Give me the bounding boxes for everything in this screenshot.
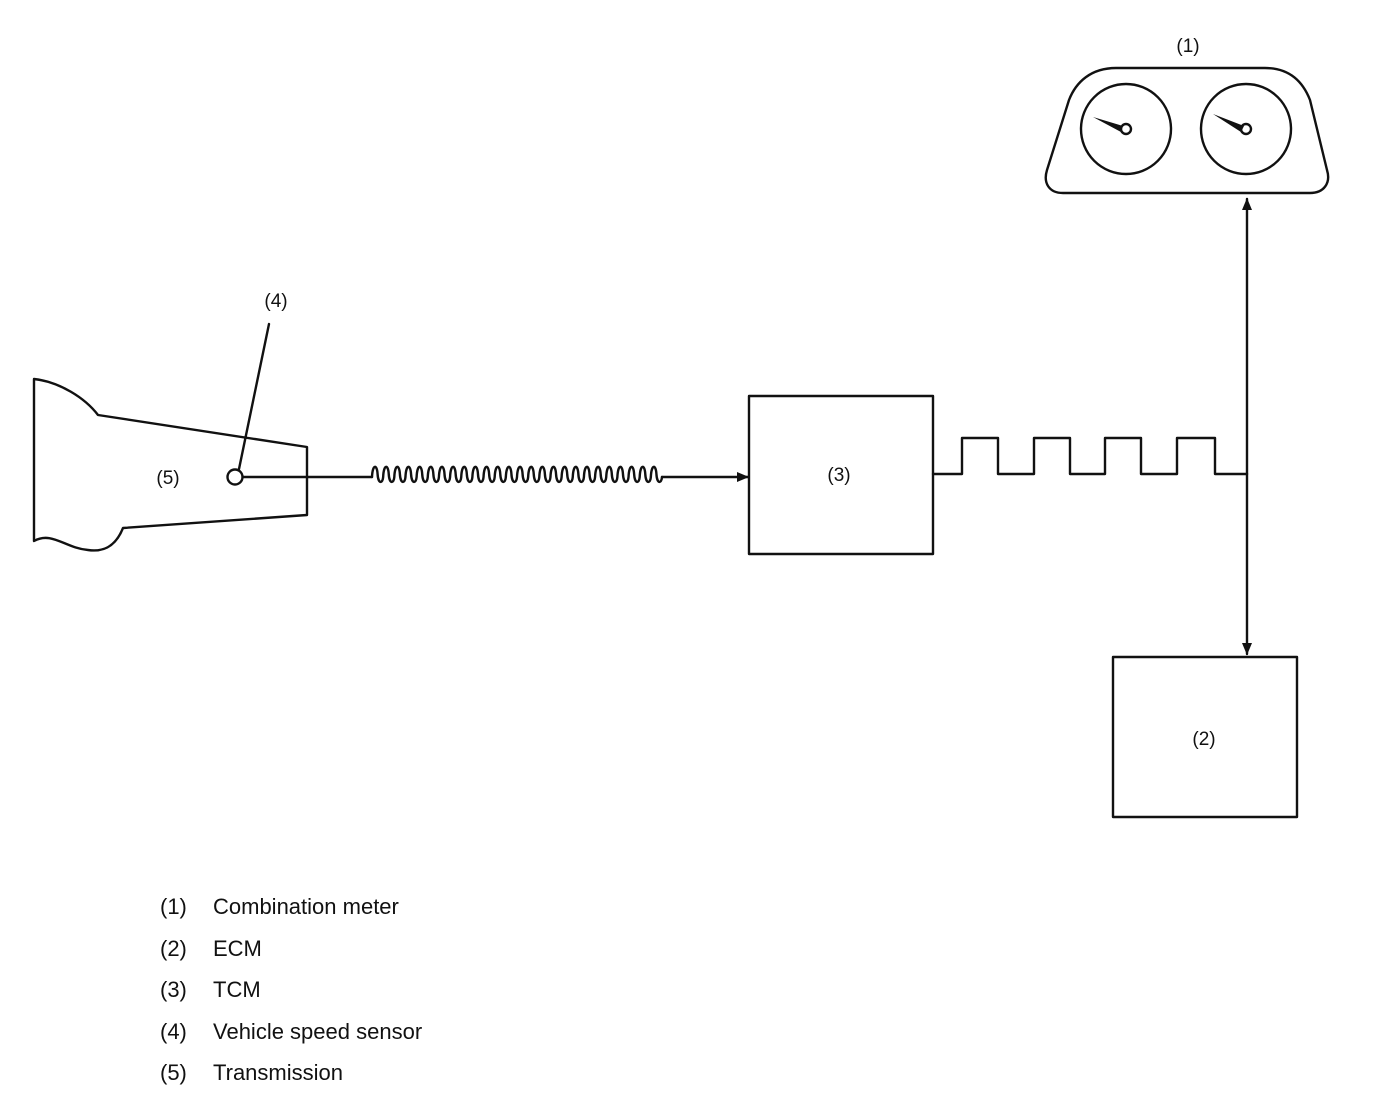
combination-meter-housing — [1044, 66, 1330, 195]
legend-number: (2) — [160, 935, 187, 961]
left-gauge-hub — [1119, 122, 1133, 136]
ecm-callout: (2) — [1192, 729, 1215, 750]
legend-number: (3) — [160, 977, 187, 1002]
left-gauge-needle — [1093, 117, 1123, 132]
legend-item: (5) Transmission — [160, 1056, 660, 1098]
legend-item: (1) Combination meter — [160, 890, 660, 932]
meter-callout: (1) — [1176, 36, 1199, 57]
legend-label: Transmission — [213, 1060, 343, 1085]
ecm-box — [1111, 655, 1299, 819]
legend-item: (3) TCM — [160, 973, 660, 1015]
tcm-callout: (3) — [827, 465, 850, 486]
sensor-leader-line — [237, 322, 271, 471]
legend-number: (4) — [160, 1018, 187, 1044]
right-gauge-dial — [1199, 82, 1293, 176]
left-gauge-dial — [1079, 82, 1173, 176]
right-gauge-needle — [1213, 114, 1244, 132]
legend-label: TCM — [213, 977, 261, 1002]
legend-label: Combination meter — [213, 894, 399, 919]
pulse-speed-signal-wave — [931, 436, 1249, 476]
vehicle-speed-sensor — [226, 468, 244, 486]
legend-label: Vehicle speed sensor — [213, 1018, 423, 1044]
legend-item: (4) Vehicle speed sensor — [160, 1015, 660, 1057]
legend: (1) Combination meter (2) ECM (3) TCM (4… — [160, 890, 660, 1098]
legend-item: (2) ECM — [160, 932, 660, 974]
legend-label: ECM — [213, 935, 262, 961]
transmission-housing — [32, 377, 309, 552]
sensor-callout: (4) — [264, 291, 287, 312]
analog-speed-signal-wave — [370, 465, 664, 484]
right-gauge-hub — [1239, 122, 1253, 136]
transmission-callout: (5) — [156, 468, 179, 489]
legend-number: (1) — [160, 894, 187, 919]
legend-number: (5) — [160, 1060, 187, 1085]
